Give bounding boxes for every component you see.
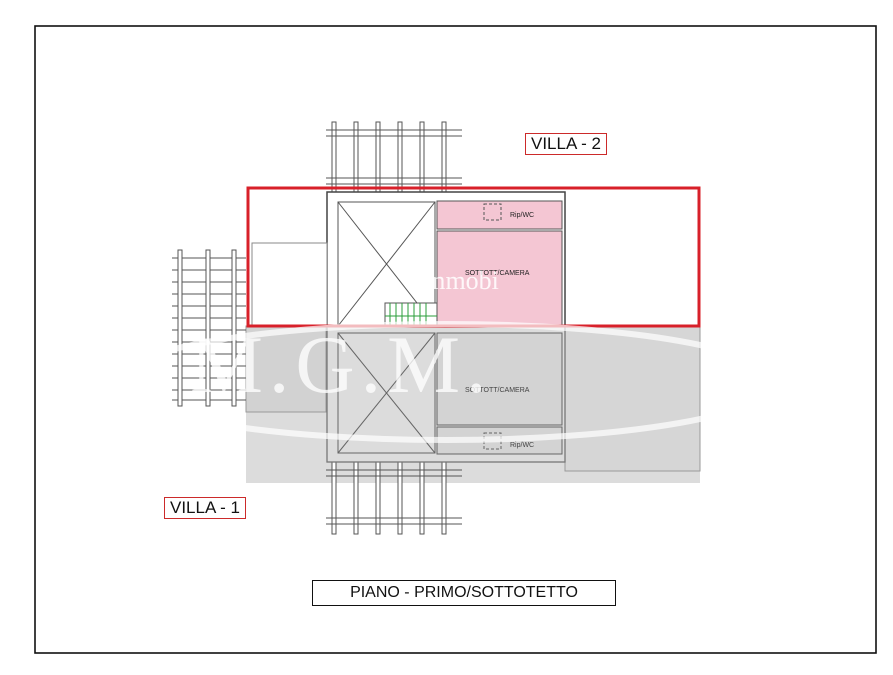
upper-sottotetto-label: SOTTOTT/CAMERA xyxy=(465,270,530,277)
plan-title: PIANO - PRIMO/SOTTOTETTO xyxy=(312,580,616,606)
room-upper-sottotetto xyxy=(436,230,563,327)
villa-1-right-block xyxy=(564,325,701,472)
upper-rip-wc-label: Rip/WC xyxy=(510,212,534,219)
villa-2-west-wing xyxy=(251,242,328,327)
upper-fixture xyxy=(483,203,502,221)
room-upper-rip-wc xyxy=(436,200,563,230)
top-pergola xyxy=(326,121,462,193)
villa-2-label: VILLA - 2 xyxy=(525,133,607,155)
left-pergola xyxy=(172,249,246,407)
lower-sottotetto-label: SOTTOTT/CAMERA xyxy=(465,387,530,394)
lower-void-diagonal-b xyxy=(337,332,436,454)
sheet-frame xyxy=(34,25,877,654)
villa-1-label: VILLA - 1 xyxy=(164,497,246,519)
upper-void-diagonal-b xyxy=(337,201,436,327)
lower-rip-wc-label: Rip/WC xyxy=(510,442,534,449)
watermark-ellipse xyxy=(113,321,779,443)
villa-1-left-wall xyxy=(245,325,327,413)
staircase xyxy=(384,302,438,327)
room-lower-sottotetto xyxy=(436,332,563,426)
